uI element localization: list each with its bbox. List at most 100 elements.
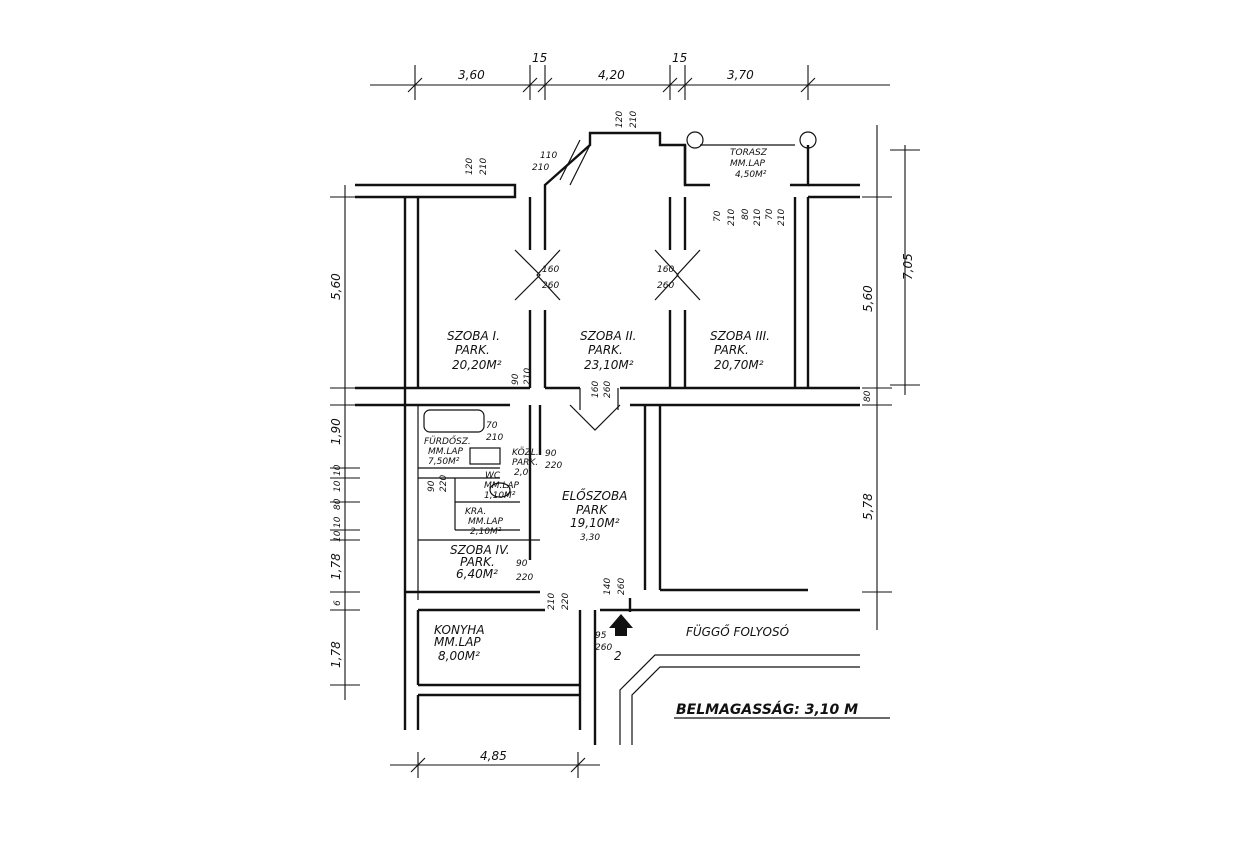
dim-left-7: 10 <box>333 530 343 542</box>
room-area: 1,10M² <box>484 491 516 501</box>
room4-door-width: 90 <box>516 559 528 569</box>
room-name: KÖZL. <box>512 447 539 458</box>
dim-left-4: 10 <box>333 480 343 492</box>
room-area: 23,10M² <box>584 358 634 372</box>
dim-top-3: 4,20 <box>598 68 625 82</box>
room-area: 2,0 <box>514 468 529 478</box>
room-konyha: KONYHA MM.LAP 8,00M² <box>434 623 485 663</box>
dim-top-5: 3,70 <box>727 68 754 82</box>
opening-labels: 120 210 110 210 120 210 160 260 160 260 … <box>427 111 787 653</box>
room-furdoszoba: FÜRDŐSZ. MM.LAP 7,50M² <box>424 436 471 467</box>
door-symbols <box>514 139 701 431</box>
dim-right-2: 5,60 <box>861 285 875 312</box>
room-floor: PARK. <box>512 458 538 468</box>
room-name: KONYHA <box>434 623 485 637</box>
room-floor: PARK. <box>588 343 623 357</box>
left-dimension-line: 5,60 1,90 10 10 80 10 10 1,78 6 1,78 <box>329 185 360 700</box>
vert-door-height: 210 <box>523 368 533 385</box>
dim-bottom: 4,85 <box>480 749 507 763</box>
dim-right-4: 5,78 <box>861 493 875 520</box>
dim-left-1: 5,60 <box>329 273 343 300</box>
terrace-door-1: 70 <box>713 210 723 222</box>
dim-top-1: 3,60 <box>458 68 485 82</box>
dim-right-1: 7,05 <box>901 253 915 280</box>
room-area: 4,50M² <box>735 170 767 180</box>
room-kamra: KRA. MM.LAP 2,10M² <box>465 507 504 537</box>
misc-door-2: 210 <box>547 593 557 610</box>
room-floor: MM.LAP <box>434 635 481 649</box>
bath-door-height: 210 <box>486 433 503 443</box>
room-area: 6,40M² <box>456 567 498 581</box>
room-floor: MM.LAP <box>484 481 520 491</box>
top-dimension-line: 3,60 15 4,20 15 3,70 <box>370 51 890 100</box>
dim-left-6: 10 <box>333 516 343 528</box>
dim-left-3: 10 <box>333 464 343 476</box>
dim-top-2: 15 <box>532 51 547 65</box>
room-name: FÜRDŐSZ. <box>424 436 471 447</box>
room-terasz: TORASZ MM.LAP 4,50M² <box>730 148 768 180</box>
door-2-width: 160 <box>657 265 674 275</box>
room-eloszoba: ELŐSZOBA PARK 19,10M² <box>562 488 627 530</box>
door-2-height: 260 <box>657 281 674 291</box>
window-3-height: 210 <box>629 111 639 128</box>
closet-door-height: 220 <box>439 475 449 492</box>
room-kozlekedo: KÖZL. PARK. 2,0 <box>512 447 539 478</box>
dim-left-10: 1,78 <box>329 641 343 668</box>
kitchen-door-width: 95 <box>595 631 607 641</box>
entry-width: 3,30 <box>580 533 600 543</box>
entrance-arrow-icon <box>609 614 633 636</box>
terrace-door-6: 210 <box>777 209 787 226</box>
terrace-door-2: 210 <box>727 209 737 226</box>
corr-door-height: 220 <box>545 461 562 471</box>
room-name: WC <box>485 471 501 481</box>
walls <box>355 131 860 745</box>
terrace-door-4: 210 <box>753 209 763 226</box>
dim-top-4: 15 <box>672 51 687 65</box>
room-name: TORASZ <box>730 148 768 158</box>
dim-left-9: 6 <box>333 600 343 606</box>
window-1-width: 120 <box>465 158 475 175</box>
room-area: 19,10M² <box>570 516 620 530</box>
door-3-height: 260 <box>603 381 613 398</box>
room-name: ELŐSZOBA <box>562 488 627 503</box>
room-name: KRA. <box>465 507 486 517</box>
room-floor: PARK. <box>455 343 490 357</box>
room-szoba-2: SZOBA II. PARK. 23,10M² <box>580 329 636 372</box>
room-szoba-4: SZOBA IV. PARK. 6,40M² <box>450 543 510 581</box>
door-1-width: 160 <box>542 265 559 275</box>
room-wc: WC MM.LAP 1,10M² <box>484 471 520 501</box>
kitchen-door-height: 260 <box>595 643 612 653</box>
dim-left-5: 80 <box>333 498 343 510</box>
room-labels: SZOBA I. PARK. 20,20M² SZOBA II. PARK. 2… <box>424 148 770 663</box>
room-floor: MM.LAP <box>428 447 464 457</box>
terrace-door-5: 70 <box>765 208 775 220</box>
closet-door-width: 90 <box>427 480 437 492</box>
window-2-width: 110 <box>540 151 557 161</box>
right-dimension-line: 7,05 5,60 80 5,78 <box>861 125 920 630</box>
entry-door-height: 260 <box>617 578 627 595</box>
dim-left-2: 1,90 <box>329 418 343 445</box>
dim-left-8: 1,78 <box>329 553 343 580</box>
room-area: 2,10M² <box>470 527 502 537</box>
bath-door-width: 70 <box>486 421 498 431</box>
dim-right-3: 80 <box>863 390 873 402</box>
window-2-height: 210 <box>532 163 549 173</box>
room-area: 20,70M² <box>714 358 764 372</box>
room-szoba-1: SZOBA I. PARK. 20,20M² <box>447 329 502 372</box>
door-3-width: 160 <box>591 381 601 398</box>
vert-door-width: 90 <box>511 373 521 385</box>
window-1-height: 210 <box>479 158 489 175</box>
room-floor: PARK <box>576 503 608 517</box>
ceiling-height-label: BELMAGASSÁG: 3,10 M <box>676 701 858 718</box>
room-floor: PARK. <box>460 555 495 569</box>
room-area: 20,20M² <box>452 358 502 372</box>
gallery-label: FÜGGŐ FOLYOSÓ <box>686 623 789 639</box>
room-floor: MM.LAP <box>730 159 766 169</box>
room-floor: MM.LAP <box>468 517 504 527</box>
room-szoba-3: SZOBA III. PARK. 20,70M² <box>710 329 770 372</box>
terrace-door-3: 80 <box>741 208 751 220</box>
bottom-dimension-line: 4,85 <box>390 749 600 778</box>
room-name: SZOBA IV. <box>450 543 510 557</box>
room-name: SZOBA III. <box>710 329 770 343</box>
